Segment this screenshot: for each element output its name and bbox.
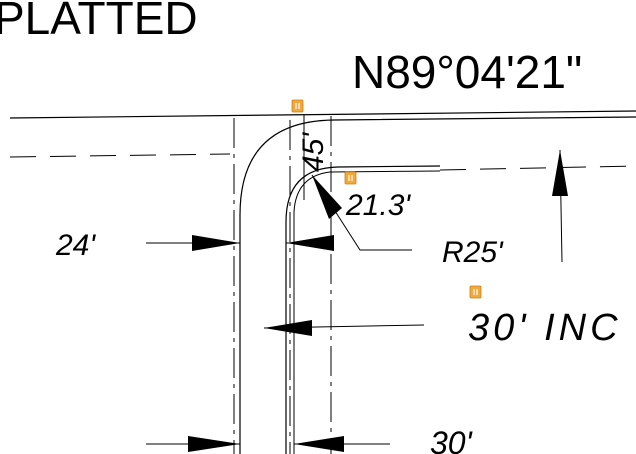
- dim-24-arrow-right: [286, 235, 334, 251]
- comment-marker-icon[interactable]: [469, 285, 482, 299]
- r25-arrowhead: [312, 175, 342, 219]
- comment-marker-icon[interactable]: [344, 171, 357, 185]
- dim-30-bottom: 30': [430, 425, 474, 454]
- bearing-label: N89°04'21": [352, 46, 582, 98]
- property-line: [9, 110, 636, 119]
- dim-24: 24': [55, 229, 96, 262]
- dim-45: 45': [297, 132, 330, 172]
- outer-curb-curve: [239, 116, 636, 454]
- plat-label: PLATTED: [0, 0, 198, 44]
- dim-r25: R25': [442, 236, 504, 269]
- dim-30-inc: 30' INC: [468, 307, 622, 349]
- comment-marker-icon[interactable]: [291, 99, 304, 113]
- inner-curb-curve: [285, 165, 441, 454]
- inc-leader-arrow: [264, 320, 312, 336]
- dim-21-3: 21.3': [345, 189, 411, 222]
- vertical-dim-arrow: [552, 150, 568, 196]
- dim-30-arrow-left: [188, 436, 240, 452]
- row-dashed-line-right: [439, 165, 636, 171]
- dim-30-arrow-right: [294, 436, 344, 452]
- dim-24-arrow-left: [192, 235, 240, 251]
- row-dashed-line-left: [9, 153, 231, 158]
